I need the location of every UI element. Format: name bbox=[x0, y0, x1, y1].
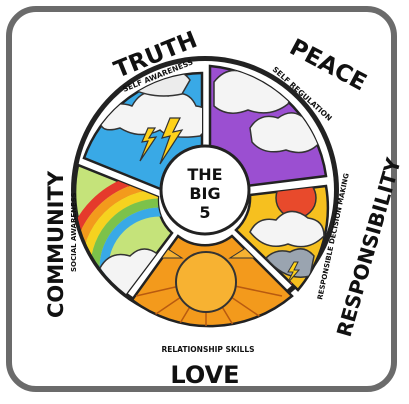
center-line-1: THE bbox=[187, 165, 222, 184]
subtitle-love: RELATIONSHIP SKILLS bbox=[162, 345, 255, 354]
title-love: LOVE bbox=[170, 361, 239, 389]
subtitle-community: SOCIAL AWARENESS bbox=[70, 192, 78, 272]
center-line-3: 5 bbox=[199, 203, 210, 222]
center-line-2: BIG bbox=[189, 184, 220, 203]
title-community: COMMUNITY bbox=[44, 170, 68, 318]
